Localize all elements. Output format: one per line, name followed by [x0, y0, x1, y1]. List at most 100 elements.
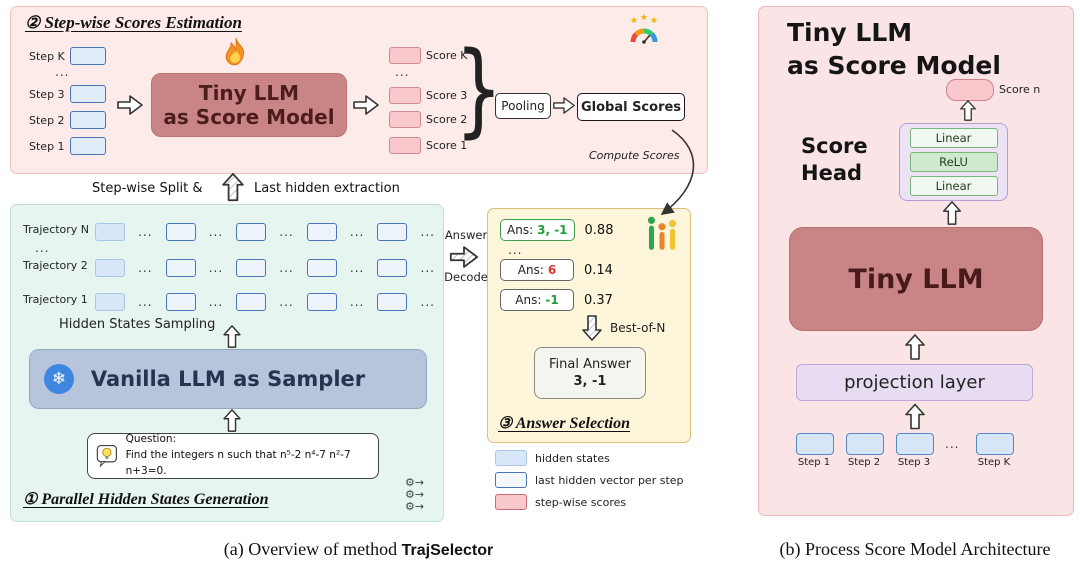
- hidden-states-box: [95, 259, 125, 277]
- ellipsis: ...: [945, 437, 960, 451]
- ellipsis: ...: [279, 225, 294, 239]
- legend-item: hidden states: [495, 450, 610, 466]
- trajectory-row: ...............: [95, 259, 435, 277]
- last-hidden-extraction-label: Last hidden extraction: [254, 181, 400, 196]
- curved-arrow: [660, 129, 695, 215]
- legend-label: hidden states: [535, 451, 610, 465]
- step-label: Step K: [29, 49, 65, 63]
- caption-b: (b) Process Score Model Architecture: [779, 539, 1051, 559]
- svg-text:★: ★: [630, 16, 638, 26]
- svg-text:★: ★: [640, 13, 648, 23]
- model-line1: Tiny LLM: [198, 81, 300, 105]
- ellipsis: ...: [208, 295, 224, 309]
- score-label: Score 3: [426, 89, 468, 102]
- linear-layer-box: Linear: [909, 176, 998, 196]
- score-label: Score 1: [426, 139, 468, 152]
- arrow-down-icon: [582, 313, 602, 343]
- answer-row: Ans: 3, -1 0.88: [500, 219, 613, 241]
- pooling-box: Pooling: [495, 93, 551, 119]
- sampler-label: Vanilla LLM as Sampler: [90, 367, 366, 391]
- global-scores-box: Global Scores: [577, 93, 685, 121]
- ans-score: 0.14: [584, 262, 613, 278]
- section3-title: ③ Answer Selection: [498, 415, 630, 432]
- last-hidden-box: [306, 293, 337, 311]
- arrow-up-icon: [905, 403, 925, 430]
- last-hidden-box: [69, 85, 106, 103]
- score-head-label: Score Head: [801, 133, 868, 188]
- last-hidden-box: [165, 223, 196, 241]
- trajectory-row: ...............: [95, 293, 435, 311]
- relu-layer-box: ReLU: [909, 152, 998, 172]
- bar-chart-icon: [647, 216, 677, 250]
- step-label: Step 1: [29, 139, 65, 153]
- snowflake-icon: ❄: [44, 364, 74, 394]
- step-input-label: Step 1: [797, 457, 831, 468]
- caption-a: (a) Overview of method TrajSelector: [10, 539, 707, 560]
- ans-prefix: Ans:: [507, 223, 534, 237]
- stepwise-scores-swatch: [495, 494, 527, 510]
- best-of-n-label: Best-of-N: [610, 321, 666, 335]
- legend-item: last hidden vector per step: [495, 472, 684, 488]
- last-hidden-box: [69, 137, 106, 155]
- stepwise-score-box: [389, 87, 421, 104]
- legend-label: last hidden vector per step: [535, 473, 684, 487]
- last-hidden-box: [377, 223, 408, 241]
- ans-value: -1: [545, 293, 559, 307]
- arrow-up-icon: [959, 100, 977, 121]
- arrow-up-icon: [221, 325, 243, 348]
- answer-box: Ans: -1: [500, 289, 574, 311]
- step-row: Step K: [29, 47, 106, 65]
- score-head-line2: Head: [801, 161, 863, 186]
- score-row: Score 1: [389, 137, 467, 154]
- last-hidden-box: [165, 293, 196, 311]
- ellipsis: ...: [208, 261, 224, 275]
- panel-b-title: Tiny LLM as Score Model: [787, 17, 1001, 82]
- arrow-right-icon: [448, 246, 480, 268]
- stepwise-scores-estimation-panel: ② Step-wise Scores Estimation Step K ...…: [10, 6, 708, 174]
- ans-prefix: Ans:: [517, 263, 544, 277]
- final-answer-value: 3, -1: [573, 374, 607, 389]
- ellipsis: ...: [35, 241, 50, 255]
- step-row: Step 1: [29, 137, 106, 155]
- ans-value: 6: [547, 263, 557, 277]
- ellipsis: ...: [349, 225, 365, 239]
- score-head-stack: Linear ReLU Linear: [899, 123, 1008, 201]
- gear-arrow-glyph: ⚙→: [405, 488, 425, 501]
- question-box: Question: Find the integers n such that …: [87, 433, 379, 479]
- legend-label: step-wise scores: [535, 495, 627, 509]
- step-input-box: [896, 433, 934, 455]
- ellipsis: ...: [395, 65, 410, 79]
- final-answer-box: Final Answer 3, -1: [534, 347, 646, 399]
- ans-score: 0.37: [584, 292, 613, 308]
- projection-layer-box: projection layer: [796, 364, 1033, 401]
- tiny-llm-score-model-box: Tiny LLM as Score Model: [151, 73, 347, 137]
- answer-row: Ans: -1 0.37: [500, 289, 613, 311]
- curly-brace-icon: }: [455, 28, 503, 149]
- panel-b-title-line1: Tiny LLM: [787, 18, 913, 47]
- final-answer-label: Final Answer: [549, 357, 631, 372]
- answer-selection-panel: Ans: 3, -1 0.88 ... Ans: 6 0.14 Ans: -1 …: [487, 208, 691, 443]
- arrow-up-icon: [905, 333, 925, 361]
- step-label: Step 3: [29, 87, 65, 101]
- step-row: Step 3: [29, 85, 106, 103]
- ellipsis: ...: [349, 295, 365, 309]
- last-hidden-box: [377, 293, 408, 311]
- arrow-right-icon: [353, 95, 379, 115]
- ellipsis: ...: [420, 295, 435, 309]
- arrow-up-icon: [221, 409, 243, 432]
- ellipsis: ...: [138, 225, 153, 239]
- ellipsis: ...: [138, 295, 153, 309]
- step-row: Step 2: [29, 111, 106, 129]
- score-head-line1: Score: [801, 134, 868, 158]
- arrow-up-icon: [942, 201, 962, 225]
- lightbulb-icon: [96, 444, 118, 468]
- score-model-architecture-panel: Tiny LLM as Score Model Score n Score He…: [758, 6, 1074, 516]
- gear-arrow-glyph: ⚙→: [405, 476, 425, 489]
- gear-arrow-glyph: ⚙→: [405, 500, 425, 513]
- step-label: Step 2: [29, 113, 65, 127]
- score-n-box: [946, 79, 994, 101]
- step-input-box: [846, 433, 884, 455]
- trajectory-label: Trajectory N: [23, 223, 90, 236]
- last-hidden-box: [69, 111, 106, 129]
- last-hidden-box: [236, 293, 267, 311]
